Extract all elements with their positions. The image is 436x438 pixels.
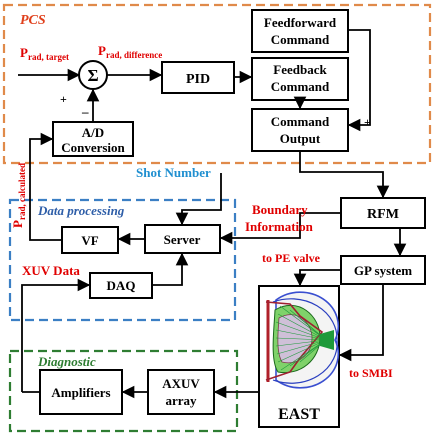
axuv-line-2: array [165,393,197,408]
p-rad-calculated-label: Prad, calculated [10,163,27,228]
sum-junction: Σ [78,60,108,90]
svg-text:Prad, difference: Prad, difference [98,43,162,60]
vf-label: VF [81,233,98,248]
daq-block: DAQ [89,272,153,299]
pcs-group-title: PCS [20,13,46,28]
shot-number-label: Shot Number [136,165,211,180]
vf-block: VF [61,226,119,254]
smbi-label: to SMBI [349,366,393,380]
p-rad-difference-sub: rad, difference [106,50,162,60]
feedforward-line-1: Feedforward [264,15,337,30]
minus-sign: – [81,104,89,119]
feedback-line-2: Command [271,79,330,94]
pe-valve-label: to PE valve [262,251,321,265]
axuv-array-block: AXUV array [147,369,215,415]
ad-conversion-block: A/D Conversion [52,121,134,157]
p-rad-target-sub: rad, target [28,52,69,62]
p-rad-difference-label: Prad, difference [98,43,162,60]
boundary-information-line-1: Boundary [252,202,308,217]
p-rad-difference-main: P [98,43,106,58]
xuv-data-label: XUV Data [22,263,80,278]
ad-line-2: Conversion [61,140,125,155]
east-label: EAST [278,406,320,423]
feedback-command-block: Feedback Command [251,57,349,101]
command-output-line-2: Output [280,131,321,146]
connection-lines [18,29,407,399]
server-block: Server [144,224,221,254]
feedforward-command-block: Feedforward Command [251,9,349,53]
plus-sign-right: + [364,115,371,129]
boundary-information-line-2: Information [245,219,314,234]
feedback-line-1: Feedback [273,62,327,77]
plus-sign-left: + [60,92,67,106]
diagnostic-group-frame [8,349,239,433]
svg-text:Prad, target: Prad, target [20,45,69,62]
feedforward-line-2: Command [271,32,330,47]
command-output-line-1: Command [271,114,330,129]
p-rad-target-main: P [20,45,28,60]
axuv-line-1: AXUV [162,376,200,391]
rfm-block: RFM [340,197,426,229]
p-rad-calculated-sub: rad, calculated [17,163,27,220]
amplifiers-block: Amplifiers [39,369,123,415]
data-processing-group-frame [8,198,237,322]
pid-block: PID [161,61,235,94]
command-output-block: Command Output [251,108,349,152]
data-processing-group-title: Data processing [37,203,125,218]
pid-label: PID [186,72,210,87]
gp-system-label: GP system [354,263,412,278]
pcs-group-frame [2,3,432,165]
rfm-label: RFM [367,207,399,222]
east-tokamak-block: EAST [258,285,340,428]
p-rad-target-label: Prad, target [20,45,69,62]
p-rad-calculated-main: P [10,220,25,228]
ad-line-1: A/D [82,125,104,140]
amplifiers-label: Amplifiers [51,385,110,400]
daq-label: DAQ [107,278,136,293]
server-label: Server [164,232,201,247]
svg-text:Prad, calculated: Prad, calculated [10,163,27,228]
east-cross-section-image [265,291,340,389]
gp-system-block: GP system [340,255,426,285]
sum-symbol: Σ [87,66,98,85]
diagnostic-group-title: Diagnostic [37,354,96,369]
